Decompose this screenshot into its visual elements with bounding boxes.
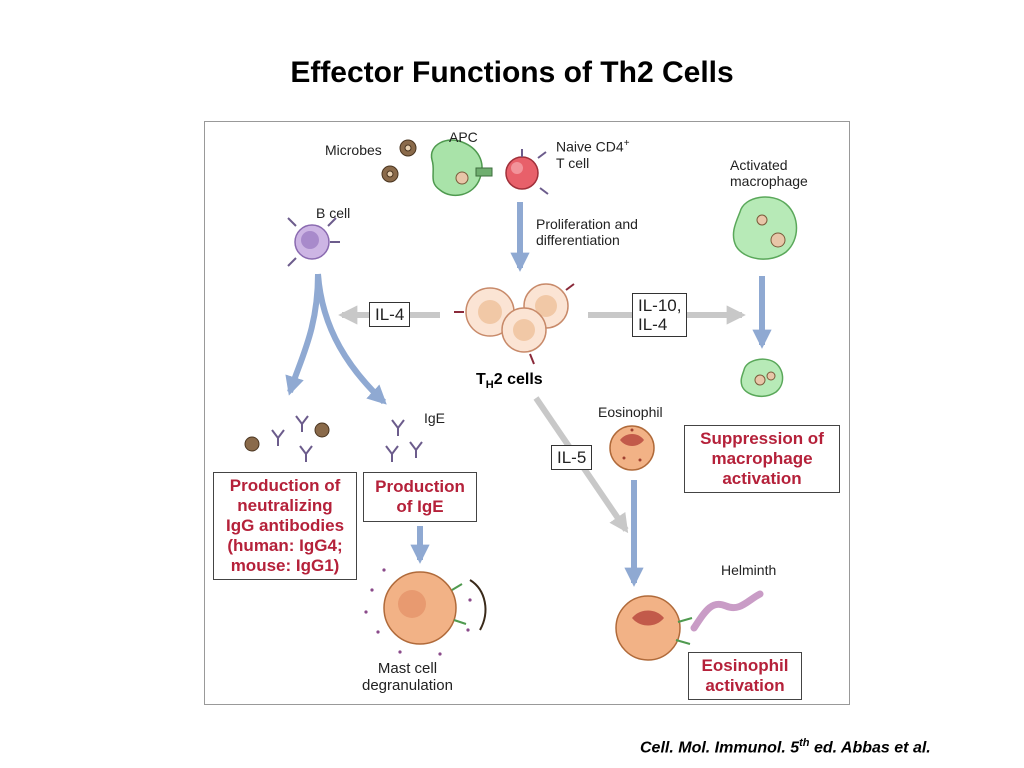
b-cell-icon (287, 217, 340, 267)
eosinophil-icon (609, 425, 655, 471)
il5-cytokine-box: IL-5 (551, 445, 593, 470)
microbe-icon (381, 139, 417, 183)
eosinophil-label: Eosinophil (598, 404, 663, 420)
th2-cells-label: TH2 cells (476, 371, 543, 392)
igg-antibodies-icon (244, 415, 330, 462)
th2-cells-icon (454, 283, 575, 365)
apc-cell-icon (430, 139, 493, 197)
ige-antibodies-icon (385, 419, 423, 462)
arrow-bcell-to-ige (315, 273, 387, 405)
citation: Cell. Mol. Immunol. 5th ed. Abbas et al. (640, 737, 931, 757)
activated-macrophage-icon (732, 196, 798, 260)
il4-cytokine-box: IL-4 (369, 302, 411, 327)
naive-t-cell-label: Naive CD4+T cell (556, 138, 630, 171)
slide-title: Effector Functions of Th2 Cells (290, 56, 734, 89)
microbes-label: Microbes (325, 142, 382, 158)
naive-t-cell-icon (505, 149, 549, 195)
ige-label: IgE (424, 410, 446, 426)
il10-il4-cytokine-box: IL-10,IL-4 (632, 293, 688, 337)
activated-eosinophil-icon (615, 595, 693, 661)
helminth-icon (690, 590, 764, 632)
apc-label: APC (449, 129, 478, 145)
arrow-bcell-to-igg (285, 273, 321, 396)
helminth-label: Helminth (721, 562, 777, 578)
mast-cell-icon (364, 568, 487, 656)
suppressed-macrophage-icon (740, 358, 784, 398)
b-cell-label: B cell (316, 205, 351, 221)
